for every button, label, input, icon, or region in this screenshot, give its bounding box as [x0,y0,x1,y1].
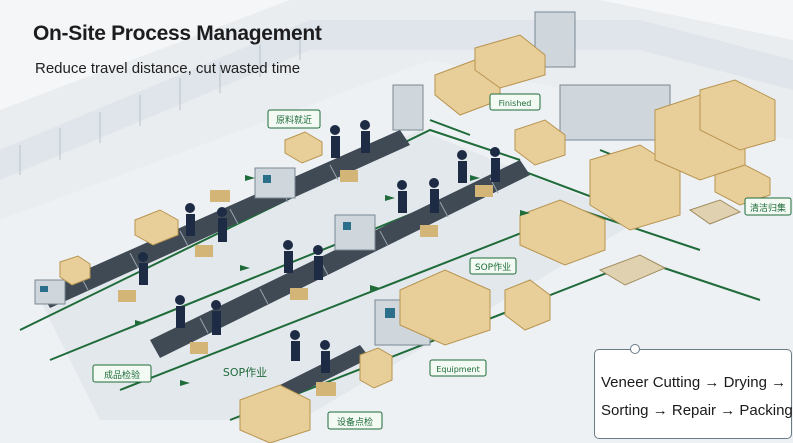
sign-right [744,197,792,216]
sign-middle [429,359,487,377]
workers [138,120,500,373]
floor-signs: 原料就近 Finished SOP作业 SOP作业 成品检验 Equipment… [92,93,792,430]
sign-middle-text: Equipment [436,365,479,374]
small-boxes [118,170,493,396]
sign-left-bottom-text: 成品检验 [104,369,140,381]
sign-sop-lower-text: SOP作业 [223,366,267,379]
process-flow-box [594,349,792,439]
process-flow-dot [630,344,640,354]
wood-stacks [59,34,776,443]
sign-bottom-text: 设备点检 [337,416,373,428]
machine-panels [40,175,395,318]
sign-raw-material-text: 原料就近 [276,114,312,126]
process-flow-line-1: Veneer Cutting → Drying → [601,374,787,391]
sign-left-bottom [92,364,152,383]
sign-bottom [327,411,383,430]
sign-sop-upper [469,257,517,275]
sign-finished-text: Finished [499,99,532,108]
sign-raw-material [267,109,321,129]
sign-right-text: 清洁归集 [750,202,786,214]
window-band [0,20,793,180]
flow-arrows [135,175,530,386]
pallets [598,199,742,286]
sign-sop-upper-text: SOP作业 [475,261,511,273]
sign-finished [489,93,541,111]
page-subtitle: Reduce travel distance, cut wasted time [35,60,301,77]
process-flow-line-2: Sorting → Repair → Packing [601,402,793,419]
page-title: On-Site Process Management [33,22,322,45]
